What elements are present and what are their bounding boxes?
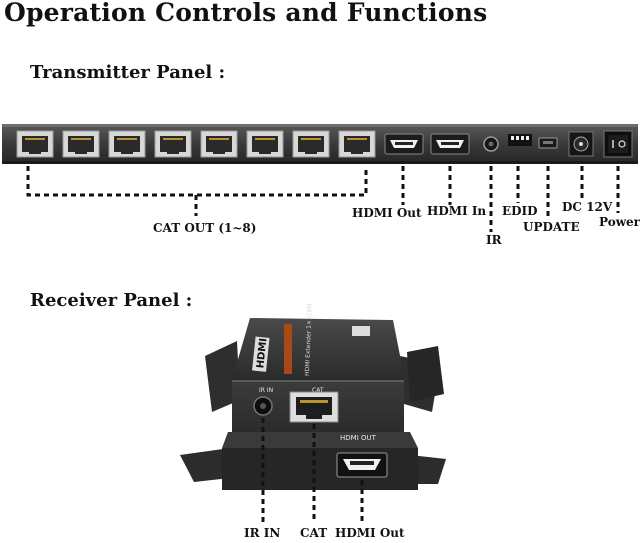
receiver-callout-lines: [261, 418, 364, 522]
receiver-heading: Receiver Panel :: [30, 290, 193, 311]
hdmi-out-label: HDMI Out: [352, 206, 422, 220]
brand-logo: HDMI: [252, 336, 270, 372]
lower-unit-top: [222, 432, 418, 448]
hdmi-out-receiver-label: HDMI Out: [335, 526, 405, 540]
edid-switch-icon: [508, 134, 532, 146]
rj45-port-1-icon: [16, 130, 54, 158]
top-label: [352, 326, 370, 336]
receiver-device: HDMI HDMI Extender 1×120M IR IN CAT HDMI…: [180, 303, 446, 490]
lower-unit-face: [222, 448, 418, 490]
dc-power-jack-icon: [568, 131, 594, 157]
left-mount-ear-top: [205, 341, 240, 412]
rj45-port-8-icon: [338, 130, 376, 158]
rj45-port-2-icon: [62, 130, 100, 158]
rj45-port-7-icon: [292, 130, 330, 158]
model-text: HDMI Extender 1×120M: [304, 303, 314, 376]
receiver-hdmi-out-port-icon: [336, 452, 388, 478]
hdmi-out-port-icon: [384, 133, 424, 155]
dc-12v-label: DC 12V: [562, 200, 613, 214]
cat-out-bracket: [26, 166, 368, 197]
update-usb-port-icon: [538, 137, 558, 149]
transmitter-bottom-edge: [2, 161, 638, 164]
hdmi-in-label: HDMI In: [427, 204, 487, 218]
rj45-port-6-icon: [246, 130, 284, 158]
rj45-port-4-icon: [154, 130, 192, 158]
hdmi-out-port-label: HDMI OUT: [340, 434, 377, 442]
left-mount-ear-bottom: [180, 448, 230, 482]
cat-out-ports: [16, 130, 376, 158]
orange-sticker: [284, 324, 292, 374]
update-label: UPDATE: [523, 220, 580, 234]
right-mount-ear-back: [407, 346, 444, 402]
ir-jack-icon: [483, 136, 499, 152]
transmitter-top-edge: [2, 124, 638, 127]
receiver-ir-jack-icon: [253, 396, 273, 416]
right-mount-ear-bottom: [410, 455, 446, 484]
ir-label: IR: [486, 233, 502, 247]
power-label: Power: [599, 215, 640, 229]
hdmi-in-port-icon: [430, 133, 470, 155]
cat-out-label: CAT OUT (1~8): [153, 221, 257, 235]
ir-in-label: IR IN: [244, 526, 281, 540]
edid-label: EDID: [502, 204, 538, 218]
receiver-rj45-port-icon: [289, 391, 339, 423]
page-title: Operation Controls and Functions: [4, 0, 488, 27]
transmitter-device: [2, 124, 638, 164]
rj45-port-5-icon: [200, 130, 238, 158]
ir-in-port-label: IR IN: [259, 387, 273, 394]
cat-label: CAT: [300, 526, 328, 540]
brand-text: HDMI: [255, 338, 269, 369]
transmitter-heading: Transmitter Panel :: [30, 62, 226, 83]
cat-port-label: CAT: [312, 387, 324, 394]
transmitter-callout-lines: [26, 166, 620, 232]
power-switch-icon: [603, 130, 633, 158]
rj45-port-3-icon: [108, 130, 146, 158]
